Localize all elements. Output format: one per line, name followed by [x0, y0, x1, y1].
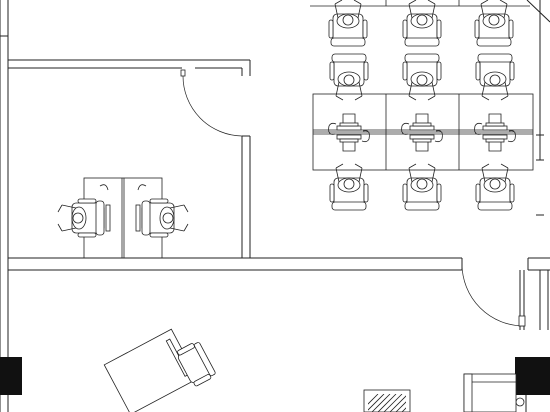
desk-chair: [141, 198, 189, 238]
desk-chair: [402, 163, 442, 211]
side-unit: [463, 373, 517, 412]
workstation-cluster: [312, 54, 534, 211]
workstation-top-row: [310, 0, 530, 47]
desk-chair: [328, 0, 368, 47]
desk-chair: [403, 54, 441, 100]
private-office-desks: [57, 177, 189, 259]
desk-chair: [475, 163, 515, 211]
door-swing: [461, 263, 525, 327]
desk-chair: [330, 54, 368, 100]
lower-room-desk: [103, 328, 216, 412]
column: [0, 357, 22, 395]
door-swing: [182, 75, 243, 137]
doors: [180, 69, 526, 327]
desk-chair: [402, 0, 442, 47]
desk-chair: [57, 198, 105, 238]
desk-chair: [476, 54, 514, 100]
desk-chair: [474, 0, 514, 47]
desk-chair: [329, 163, 369, 211]
storage-cabinet: [363, 389, 411, 412]
column: [515, 357, 550, 395]
